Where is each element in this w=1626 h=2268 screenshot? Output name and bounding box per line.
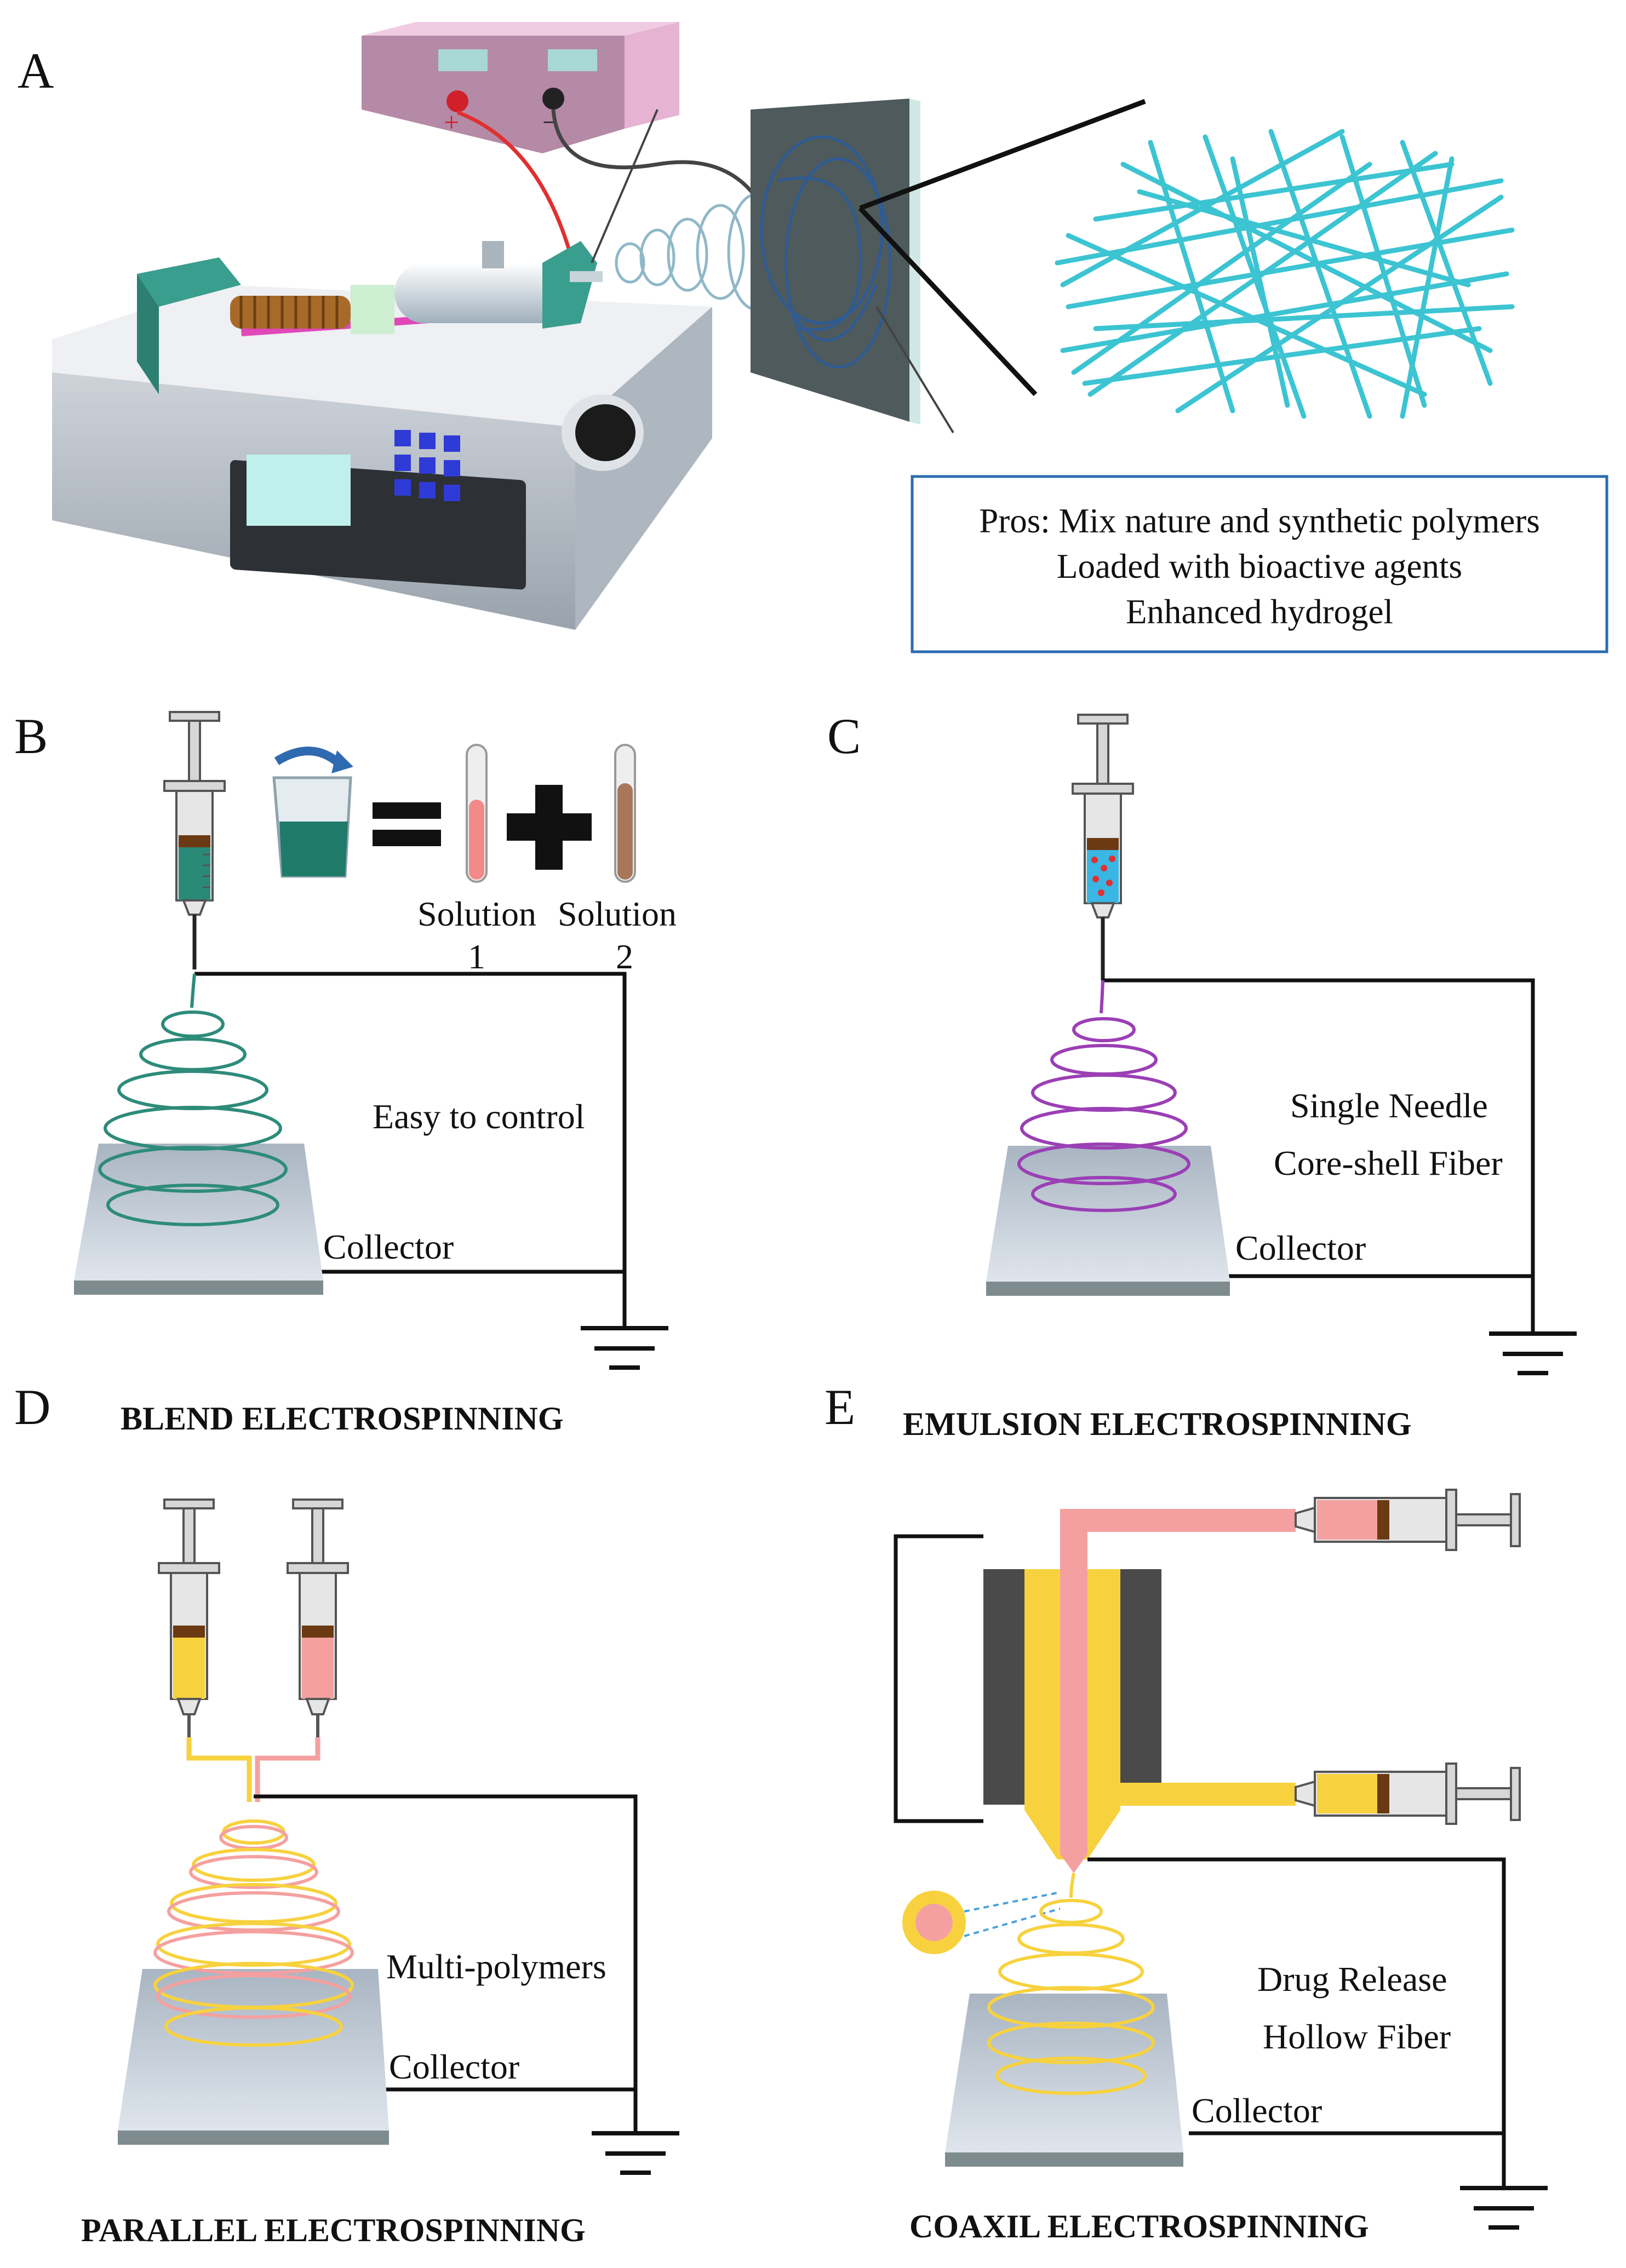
equals-icon (373, 802, 441, 846)
ground-icon (581, 1326, 668, 1370)
zoom-line-bottom (858, 206, 1038, 397)
electrode-loop-wire (894, 1534, 983, 1823)
ground-icon (1489, 1331, 1577, 1375)
circuit-wire (194, 972, 627, 1328)
syringe-yellow-icon (158, 1498, 220, 1737)
collector-label: Collector (389, 2047, 519, 2086)
test-tube-2-icon (614, 744, 636, 883)
panel-e: E (825, 1379, 1548, 2244)
circuit-wire (1103, 978, 1535, 1334)
feature-label-1: Drug Release (1257, 1960, 1447, 1999)
yellow-line (186, 1737, 252, 1802)
solution-1-number: 1 (468, 937, 485, 976)
panel-d-letter: D (14, 1379, 50, 1435)
plus-sign: + (444, 107, 459, 137)
spring-icon (230, 296, 351, 329)
fiber-spiral-icon (153, 1819, 354, 2047)
panel-d: D (14, 1379, 679, 2248)
hollow-fiber-cross-section-icon (902, 1891, 1061, 1954)
feature-label: Easy to control (373, 1097, 585, 1136)
display-window-icon (438, 49, 488, 71)
panel-e-title: COAXIL ELECTROSPINNING (909, 2208, 1369, 2244)
panel-a-letter: A (18, 43, 54, 99)
fiber-spiral-icon (98, 973, 288, 1226)
zoom-line-top (859, 99, 1146, 211)
negative-terminal-icon (542, 88, 564, 110)
fiber-spiral-icon (987, 1873, 1155, 2095)
circuit-wire (1087, 1857, 1506, 2188)
pointer-line (875, 306, 954, 434)
syringe-icon (163, 711, 226, 969)
collector-icon (74, 1144, 323, 1295)
pros-box: Pros: Mix nature and synthetic polymers … (911, 475, 1608, 653)
display-window-icon (548, 49, 597, 71)
pointer-line (591, 109, 659, 263)
panel-a: A + − (18, 22, 1608, 653)
collector-label: Collector (1235, 1228, 1366, 1267)
pump-display-icon (247, 455, 351, 526)
panel-b-letter: B (14, 708, 48, 764)
panel-d-title: PARALLEL ELECTROSPINNING (81, 2212, 586, 2248)
syringe-pink-horizontal-icon (1295, 1489, 1521, 1551)
feature-label-1: Single Needle (1290, 1086, 1488, 1125)
test-tube-1-icon (466, 744, 488, 883)
panel-e-letter: E (825, 1379, 855, 1435)
keypad-icon (394, 430, 460, 501)
syringe-pink-icon (287, 1498, 349, 1737)
solution-2-number: 2 (616, 937, 633, 976)
pros-line-1: Pros: Mix nature and synthetic polymers (979, 502, 1540, 540)
stir-arrow-icon (274, 747, 343, 768)
pros-line-3: Enhanced hydrogel (1126, 593, 1393, 631)
panel-c-letter: C (827, 708, 861, 764)
collector-plate (751, 99, 920, 424)
syringe-pump (52, 241, 712, 630)
power-supply: + − (362, 22, 679, 153)
feature-label-2: Hollow Fiber (1263, 2017, 1451, 2056)
coaxial-nozzle-icon (983, 1509, 1296, 1873)
collector-icon (945, 1994, 1183, 2167)
negative-wire (551, 109, 758, 199)
solution-2-label: Solution (558, 894, 677, 933)
feature-label-2: Core-shell Fiber (1274, 1144, 1503, 1182)
collector-label: Collector (323, 1227, 454, 1266)
panel-c-title: EMULSION ELECTROSPINNING (903, 1406, 1412, 1442)
plus-icon (507, 785, 592, 870)
ground-icon (1460, 2186, 1548, 2230)
collector-label: Collector (1192, 2091, 1322, 2130)
positive-terminal-icon (446, 90, 468, 112)
syringe-port-icon (482, 241, 504, 268)
fiber-spiral-icon (1017, 980, 1190, 1212)
beaker-icon (272, 747, 353, 878)
panel-b-title: BLEND ELECTROSPINNING (121, 1400, 564, 1437)
pink-line (255, 1737, 320, 1802)
solution-1-label: Solution (417, 894, 536, 933)
feature-label: Multi-polymers (386, 1947, 606, 1986)
panel-c: C (827, 708, 1577, 1442)
syringe-icon (1072, 714, 1134, 980)
pros-line-2: Loaded with bioactive agents (1057, 547, 1462, 585)
ground-icon (592, 2131, 679, 2175)
syringe-barrel-icon (394, 263, 575, 323)
knob-icon (575, 404, 635, 461)
syringe-yellow-horizontal-icon (1295, 1762, 1521, 1825)
panel-b: B (14, 708, 677, 1437)
emulsion-droplets-icon (1091, 855, 1115, 896)
circuit-wire (254, 1794, 638, 2133)
nanofiber-mat (1055, 129, 1515, 419)
